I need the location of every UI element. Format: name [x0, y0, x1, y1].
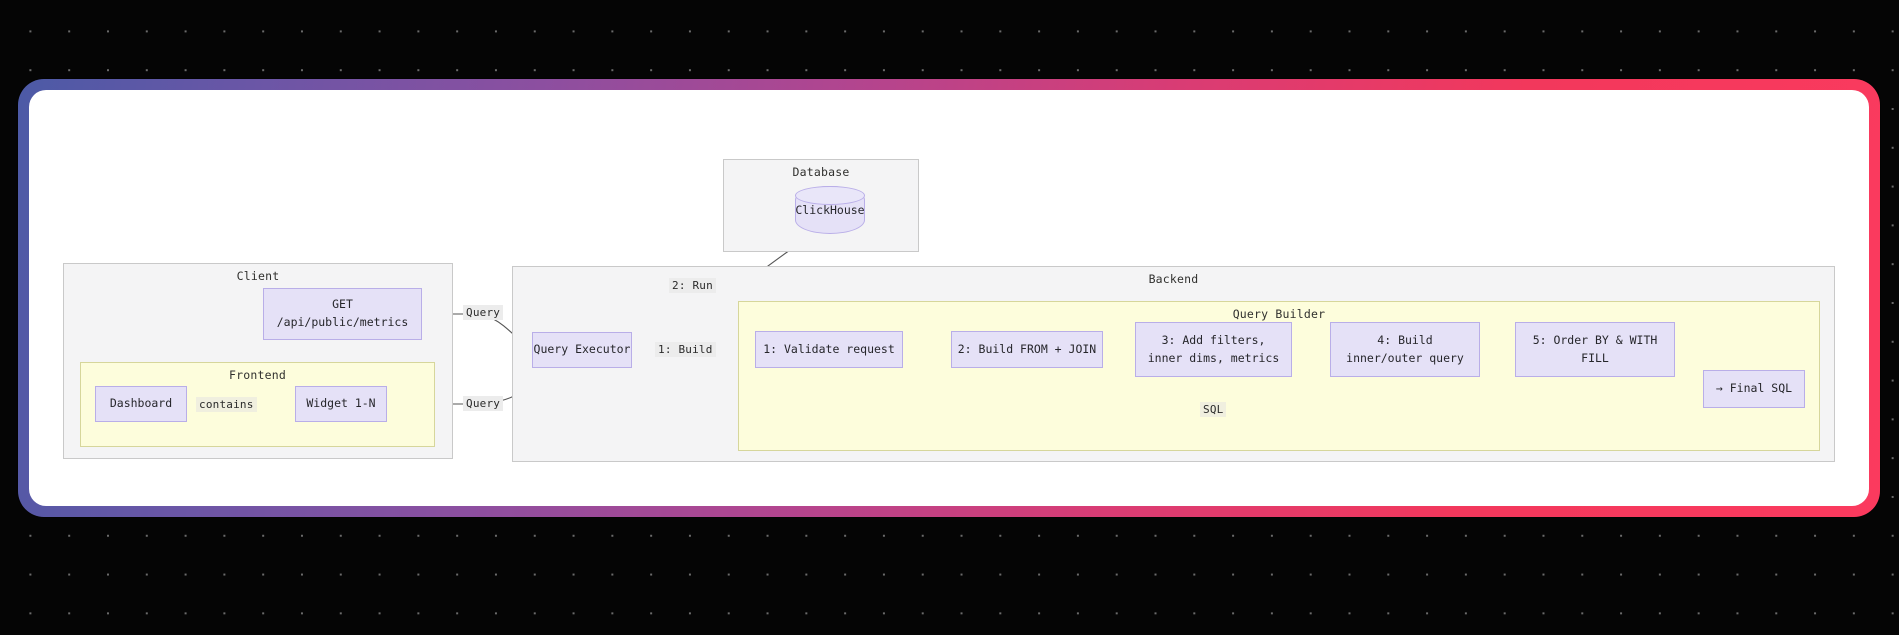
- node-step-5-line2: FILL: [1581, 350, 1609, 365]
- edge-label-query-top: Query: [463, 305, 504, 320]
- edge-label-run: 2: Run: [669, 278, 716, 293]
- node-step-3-add-filters[interactable]: 3: Add filters, inner dims, metrics: [1135, 322, 1292, 377]
- diagram-card: Client GET /api/public/metrics Frontend …: [29, 90, 1869, 506]
- node-step-2-label: 2: Build FROM + JOIN: [957, 341, 1097, 356]
- node-dashboard-label: Dashboard: [109, 396, 173, 411]
- node-query-executor[interactable]: Query Executor: [532, 332, 632, 368]
- node-final-sql-label: → Final SQL: [1715, 381, 1793, 396]
- architecture-diagram: Client GET /api/public/metrics Frontend …: [29, 90, 1869, 506]
- group-query-builder-title: Query Builder: [1232, 307, 1326, 321]
- node-step-1-label: 1: Validate request: [763, 341, 895, 356]
- node-step-2-build-from-join[interactable]: 2: Build FROM + JOIN: [951, 331, 1103, 368]
- group-client-title: Client: [236, 269, 280, 283]
- node-get-endpoint-line2: /api/public/metrics: [276, 315, 409, 329]
- node-get-endpoint-line1: GET: [332, 297, 353, 312]
- node-widget[interactable]: Widget 1-N: [295, 386, 387, 422]
- node-step-3-line1: 3: Add filters,: [1161, 332, 1266, 347]
- edge-label-contains: contains: [196, 397, 257, 412]
- node-clickhouse-label: ClickHouse: [795, 203, 865, 217]
- node-get-endpoint[interactable]: GET /api/public/metrics: [263, 288, 422, 340]
- node-step-3-line2: inner dims, metrics: [1147, 350, 1280, 365]
- gradient-frame: Client GET /api/public/metrics Frontend …: [18, 79, 1880, 517]
- node-dashboard[interactable]: Dashboard: [95, 386, 187, 422]
- node-step-5-order-by-with-fill[interactable]: 5: Order BY & WITH FILL: [1515, 322, 1675, 377]
- node-widget-label: Widget 1-N: [306, 396, 376, 411]
- node-step-1-validate-request[interactable]: 1: Validate request: [755, 331, 903, 368]
- edge-label-sql: SQL: [1200, 402, 1227, 417]
- node-step-4-line1: 4: Build: [1377, 332, 1433, 347]
- node-step-5-line1: 5: Order BY & WITH: [1532, 332, 1658, 347]
- group-database-title: Database: [792, 165, 850, 179]
- node-final-sql[interactable]: → Final SQL: [1703, 370, 1805, 408]
- edge-label-build: 1: Build: [655, 342, 716, 357]
- edge-label-query-bottom: Query: [463, 396, 504, 411]
- node-clickhouse[interactable]: ClickHouse: [795, 186, 865, 234]
- node-step-4-build-inner-outer-query[interactable]: 4: Build inner/outer query: [1330, 322, 1480, 377]
- group-backend-title: Backend: [1148, 272, 1199, 286]
- node-query-executor-label: Query Executor: [533, 342, 631, 357]
- node-step-4-line2: inner/outer query: [1346, 350, 1464, 365]
- group-frontend-title: Frontend: [229, 368, 286, 382]
